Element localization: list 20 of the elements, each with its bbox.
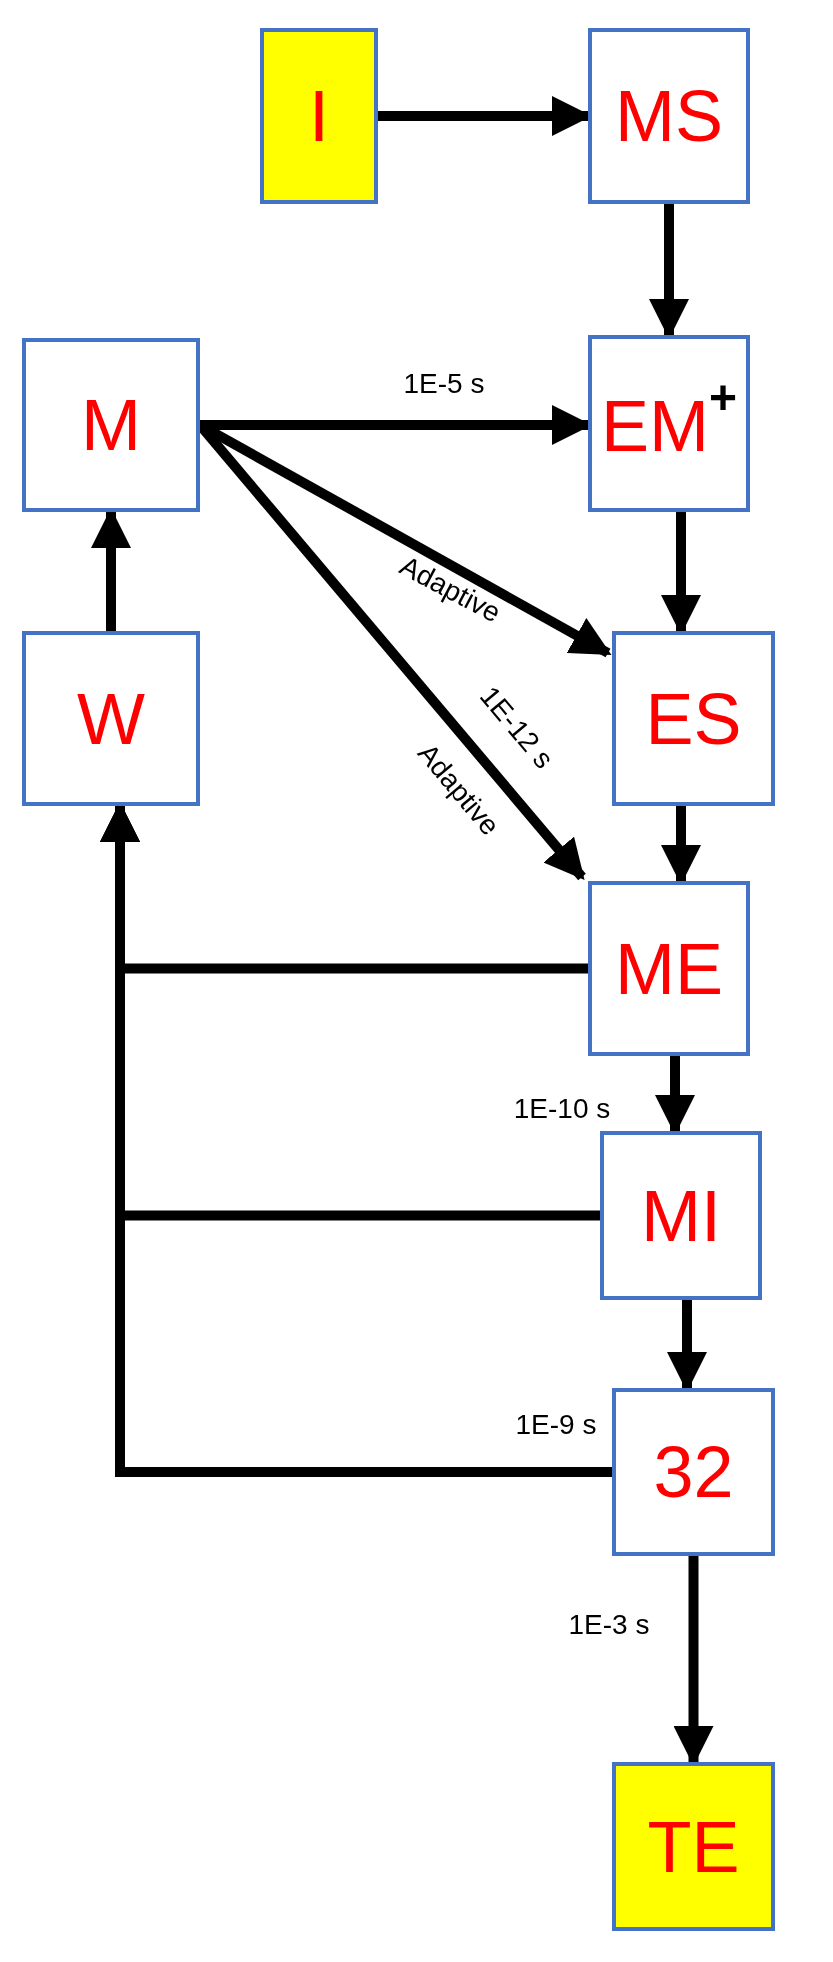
node-label: W [77,682,145,755]
process-box [612,1388,775,1556]
process-box [588,335,750,512]
node-label: I [309,80,329,152]
process-box [22,631,200,806]
node-label: TE [647,1810,740,1883]
process-box [612,631,775,806]
process-box [600,1131,762,1300]
process-box [260,28,378,204]
process-box [588,28,750,204]
node-label: MI [641,1179,721,1252]
node-label: MS [615,80,723,152]
node-label: 32 [653,1436,734,1508]
process-box [588,881,750,1056]
node-label: EM$^{+}$ [601,385,737,462]
node-label: ME [615,932,723,1005]
node-label: ES [645,682,742,755]
process-box [612,1762,775,1931]
node-label: M [81,389,141,461]
process-box [22,338,200,512]
